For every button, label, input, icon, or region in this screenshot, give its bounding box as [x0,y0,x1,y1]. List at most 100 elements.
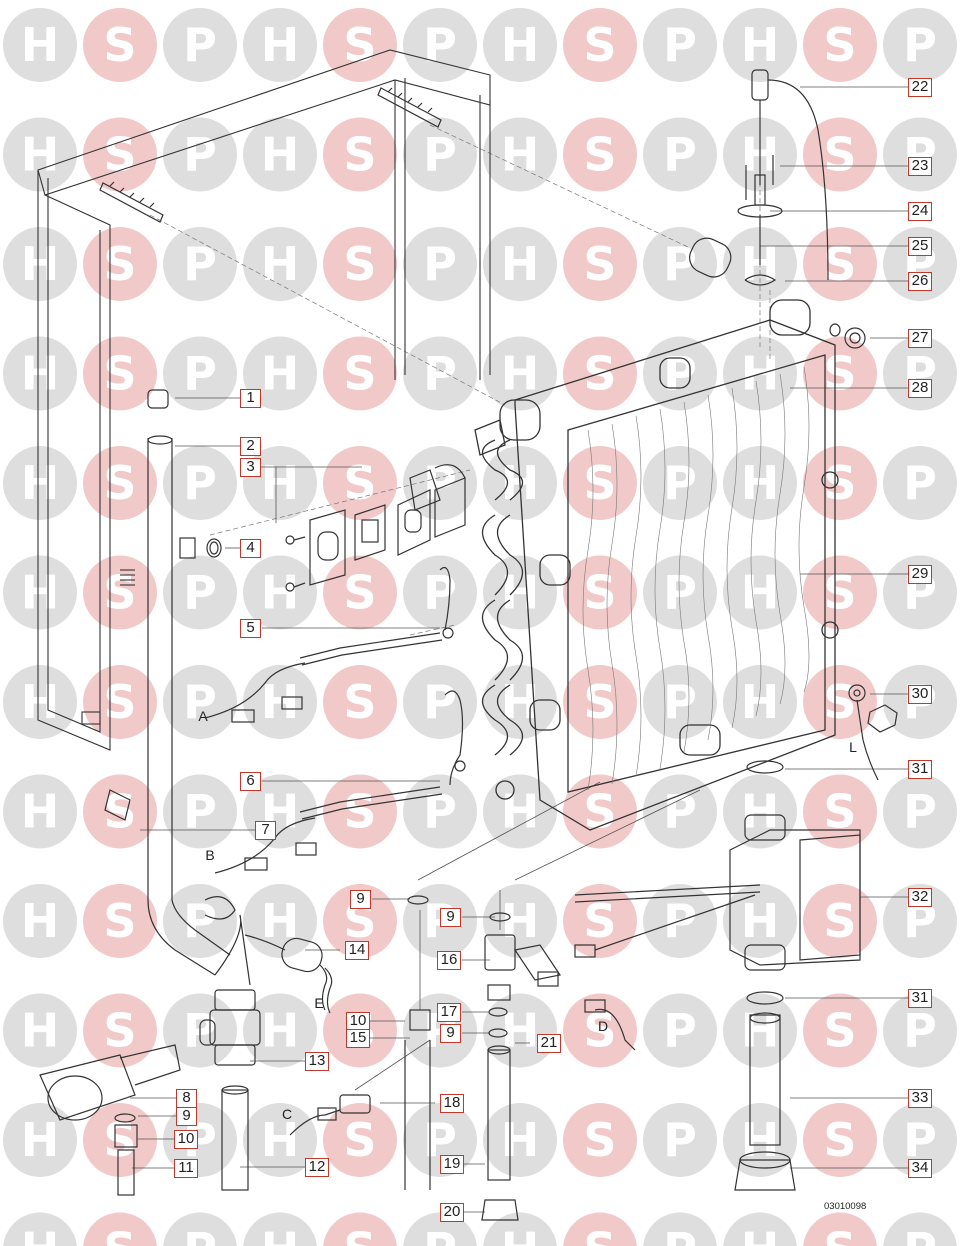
watermark-circle [243,8,317,82]
callout-3: 3 [240,458,261,477]
watermark-letter: H [21,347,60,401]
watermark-circle [163,1212,237,1246]
callout-13: 13 [305,1052,329,1071]
watermark-letter: H [501,18,540,72]
nuts-and-earth [829,323,898,781]
watermark-circle [883,884,957,958]
callout-9-center: 9 [440,908,461,927]
callout-18: 18 [440,1094,464,1113]
callout-9-left: 9 [350,890,371,909]
watermark-letter: H [741,18,780,72]
watermark-letter: P [423,1223,457,1246]
watermark-letter: S [343,237,376,291]
watermark-circle [83,993,157,1068]
watermark-letter: P [183,675,217,729]
callout-10-valve: 10 [174,1130,198,1149]
watermark-circle [403,117,477,192]
watermark-circle [643,555,717,630]
callout-19: 19 [440,1155,464,1174]
callout-1: 1 [240,389,261,408]
watermark-circle [883,117,957,192]
callout-11: 11 [174,1159,198,1178]
watermark-letter: H [501,1223,540,1246]
watermark-letter: S [583,237,616,291]
callout-17: 17 [437,1003,461,1022]
watermark-circle [243,227,317,301]
callout-34: 34 [908,1159,932,1178]
watermark-letter: S [343,566,376,620]
watermark-circle [323,8,397,82]
watermark-circle [163,446,237,520]
watermark-letter: S [823,347,856,401]
watermark-letter: P [183,128,217,182]
watermark-circle [483,8,557,82]
watermark-circle [643,774,717,849]
watermark-circle [483,117,557,192]
watermark-circle [883,774,957,849]
callout-8: 8 [176,1089,197,1108]
connector-b-label: B [205,847,215,863]
watermark-letter: H [261,566,300,620]
watermark-circle [723,665,797,739]
watermark-letter: S [583,128,616,182]
watermark-letter: S [823,128,856,182]
callout-33: 33 [908,1089,932,1108]
watermark-circle [323,1212,397,1246]
callout-25: 25 [908,237,932,256]
watermark-letter: S [823,1113,856,1167]
watermark-letter: H [261,675,300,729]
watermark-circle [643,993,717,1068]
watermark-letter: P [903,18,937,72]
watermark-letter: P [183,1223,217,1246]
watermark-letter: H [261,18,300,72]
callout-30: 30 [908,685,932,704]
watermark-letter: P [663,18,697,72]
watermark-circle [403,774,477,849]
watermark-letter: H [741,894,780,948]
watermark-letter: H [21,566,60,620]
watermark-letter: S [583,675,616,729]
connector-c-label: C [281,1106,293,1122]
watermark-circle [643,227,717,301]
watermark-circle [83,446,157,520]
watermark-circle [83,227,157,301]
watermark-letter: S [343,785,376,839]
callout-28: 28 [908,379,932,398]
watermark-circle [723,1103,797,1177]
watermark-letter: S [343,1113,376,1167]
flow-pipe-assembly [104,389,251,986]
watermark-letter: H [741,1113,780,1167]
watermark-letter: S [103,18,136,72]
watermark-letter: S [823,675,856,729]
watermark-circle [403,336,477,411]
watermark-circle [243,1212,317,1246]
watermark-circle [723,993,797,1068]
callout-5: 5 [240,619,261,638]
watermark-letter: P [663,347,697,401]
watermark-letter: S [823,894,856,948]
callout-16: 16 [437,951,461,970]
watermark-circle [83,1212,157,1246]
watermark-letter: P [663,785,697,839]
watermark-circle [3,336,77,411]
watermark-letter: H [501,237,540,291]
watermark-letter: P [663,675,697,729]
watermark-letter: H [741,566,780,620]
watermark-circle [83,665,157,739]
watermark-circle [163,555,237,630]
watermark-circle [403,227,477,301]
pressure-sensor [244,934,333,1014]
watermark-circle [803,227,877,301]
watermark-circle [323,117,397,192]
watermark-letter: P [663,456,697,510]
watermark-letter: H [261,1004,300,1058]
watermark-letter: S [583,18,616,72]
watermark-circle [643,8,717,82]
watermark-letter: H [21,456,60,510]
watermark-circle [563,117,637,192]
watermark-circle [483,555,557,630]
watermark-letter: P [183,894,217,948]
watermark-circle [3,1212,77,1246]
callout-22: 22 [908,78,932,97]
